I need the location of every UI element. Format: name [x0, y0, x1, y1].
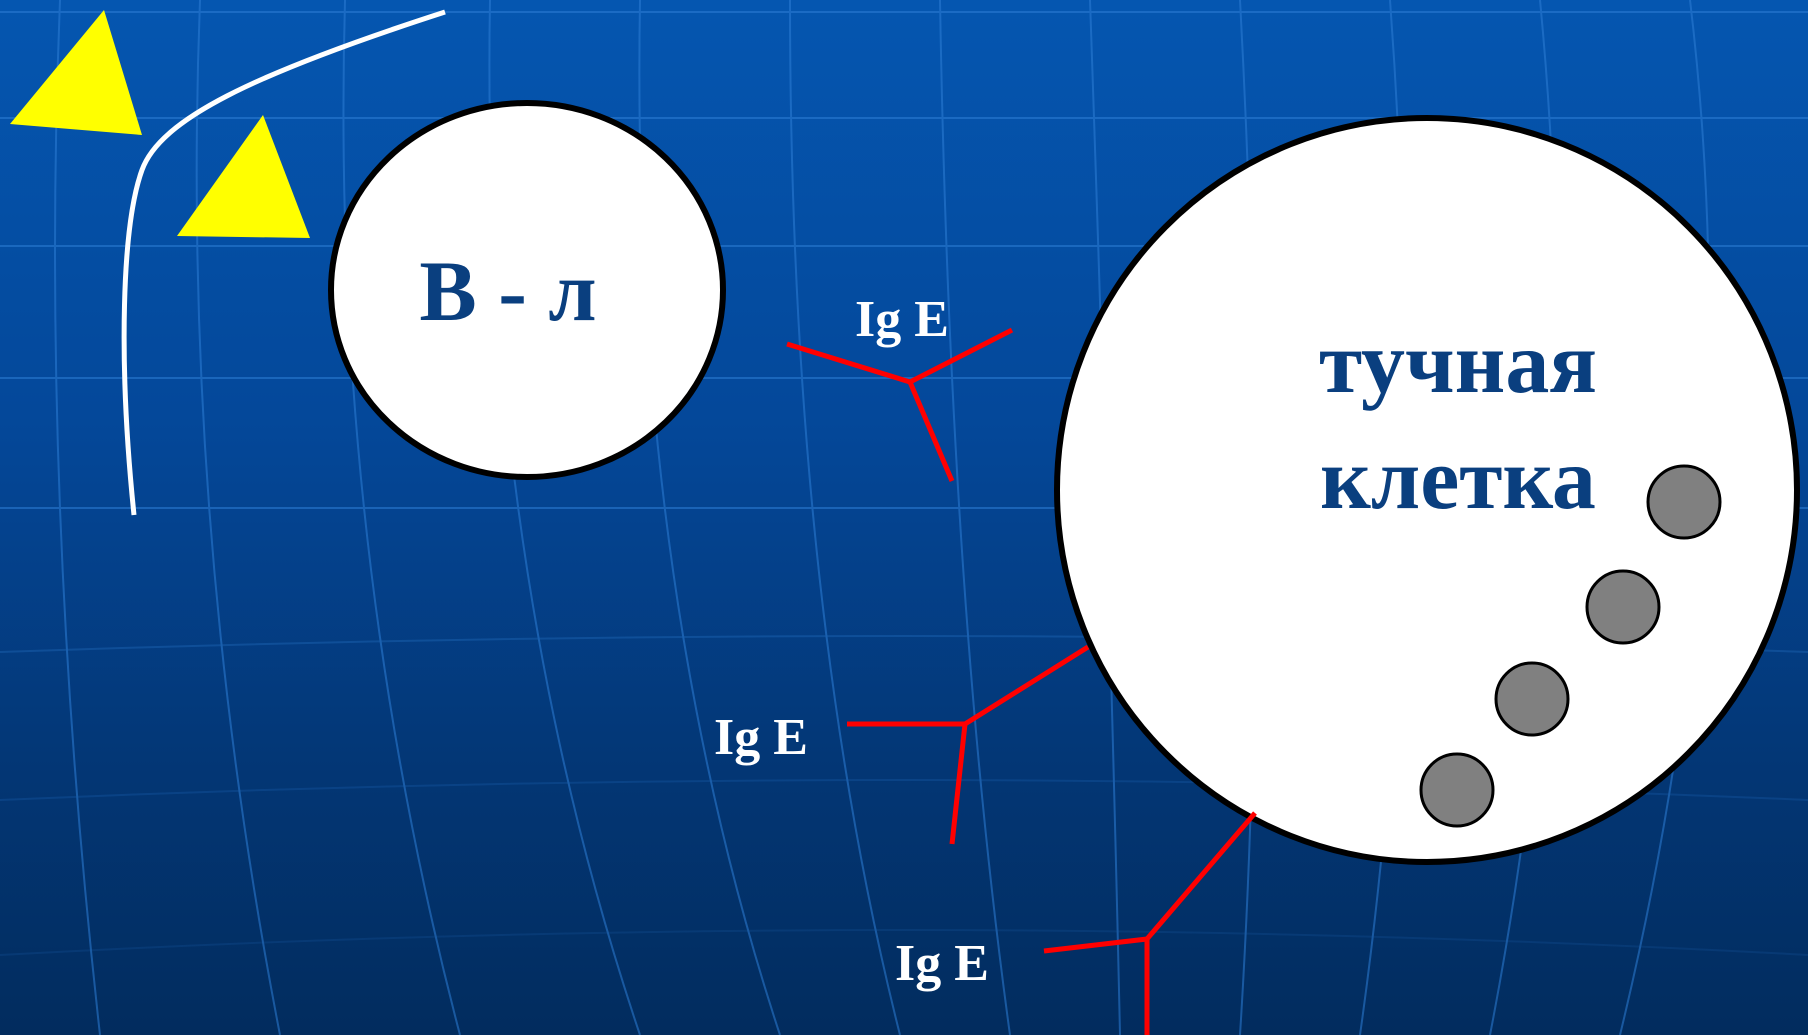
- antibody-arm: [1043, 936, 1148, 954]
- antibody-bound-1: [847, 644, 1090, 845]
- antibody-label-bound-2: Ig E: [895, 935, 989, 992]
- granule: [1585, 569, 1661, 645]
- antibody-free: [786, 327, 1014, 482]
- antibody-label-free: Ig E: [855, 291, 949, 348]
- mast-cell-body: [1054, 115, 1800, 865]
- white-curve: [121, 9, 446, 516]
- grid-line: [342, 0, 461, 1035]
- granule: [1646, 464, 1722, 540]
- grid-line: [0, 929, 1808, 956]
- mast-cell-label-line2: клетка: [1320, 431, 1596, 528]
- grid-line: [54, 0, 101, 1035]
- antibody-stem: [907, 381, 955, 482]
- triangle-antigen-icon: [10, 10, 142, 135]
- antibody-stem: [949, 723, 968, 845]
- antibody-arm: [786, 341, 911, 385]
- grid-line: [789, 0, 901, 1035]
- antibody-bound-2: [1043, 811, 1257, 1035]
- b-cell-body: [328, 100, 726, 480]
- b-cell-label: В - л: [419, 243, 596, 339]
- granule: [1494, 661, 1570, 737]
- mast-cell: тучная клетка: [1054, 115, 1800, 865]
- b-cell: В - л: [328, 100, 726, 480]
- antibody-label-bound-1: Ig E: [714, 709, 808, 766]
- antibody-arm: [1145, 811, 1257, 941]
- granule: [1419, 752, 1495, 828]
- mast-cell-label-line1: тучная: [1319, 315, 1597, 412]
- triangle-antigen-icon: [177, 115, 310, 238]
- antibody-arm: [963, 644, 1090, 727]
- grid-line: [939, 0, 1011, 1035]
- grid-line: [195, 0, 281, 1035]
- antibody-arm: [908, 327, 1014, 385]
